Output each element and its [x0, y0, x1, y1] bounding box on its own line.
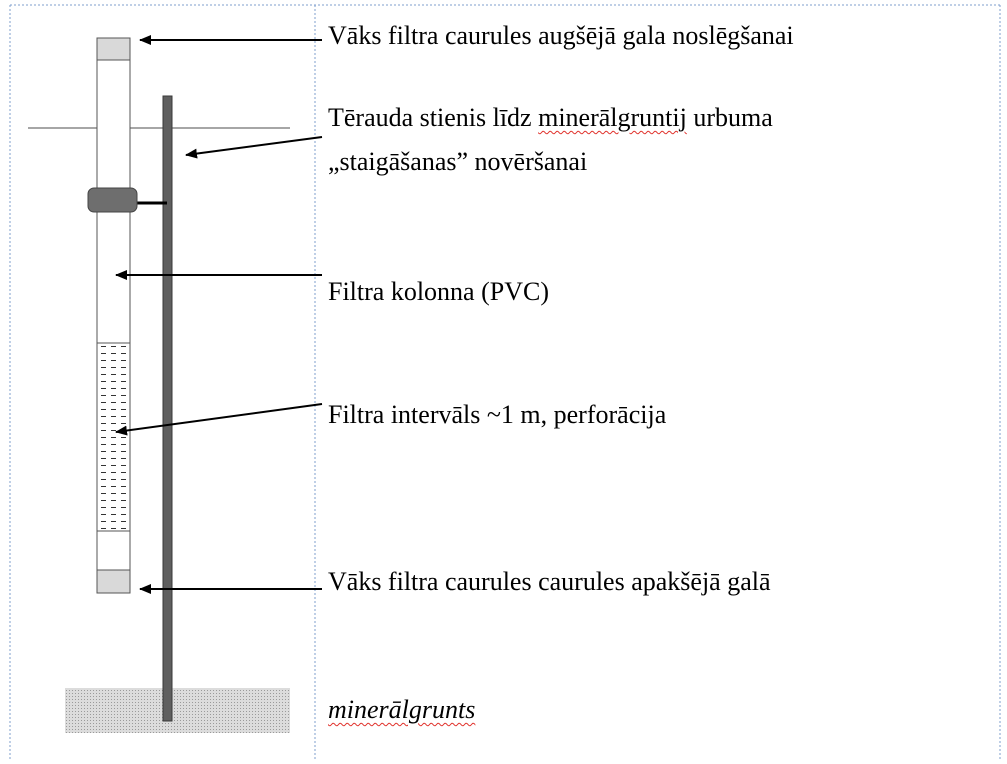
- label-steel-rod-part2: minerālgruntij: [538, 103, 687, 132]
- steel-rod: [162, 95, 173, 722]
- pipe-clamp: [87, 187, 138, 213]
- label-mineral-soil: minerālgrunts: [328, 695, 476, 724]
- label-steel-rod: Tērauda stienis līdz minerālgruntij urbu…: [328, 102, 773, 134]
- label-bottom-cap: Vāks filtra caurules caurules apakšējā g…: [328, 567, 771, 596]
- label-filter-interval: Filtra intervāls ~1 m, perforācija: [328, 400, 667, 429]
- label-filter-column: Filtra kolonna (PVC): [328, 277, 549, 306]
- label-steel-rod-part1: Tērauda stienis līdz: [328, 103, 539, 132]
- label-steel-rod-line2: „staigāšanas” novēršanai: [328, 147, 588, 176]
- mineral-soil-layer: [65, 688, 290, 733]
- top-cap: [96, 37, 131, 61]
- arrow-steel-rod: [185, 136, 323, 159]
- bottom-cap: [96, 569, 131, 594]
- label-top-cap: Vāks filtra caurules augšējā gala noslēg…: [328, 21, 794, 50]
- perforated-interval: [96, 342, 131, 532]
- arrow-filter-interval: [115, 403, 323, 436]
- label-steel-rod-part3: urbuma: [686, 103, 773, 132]
